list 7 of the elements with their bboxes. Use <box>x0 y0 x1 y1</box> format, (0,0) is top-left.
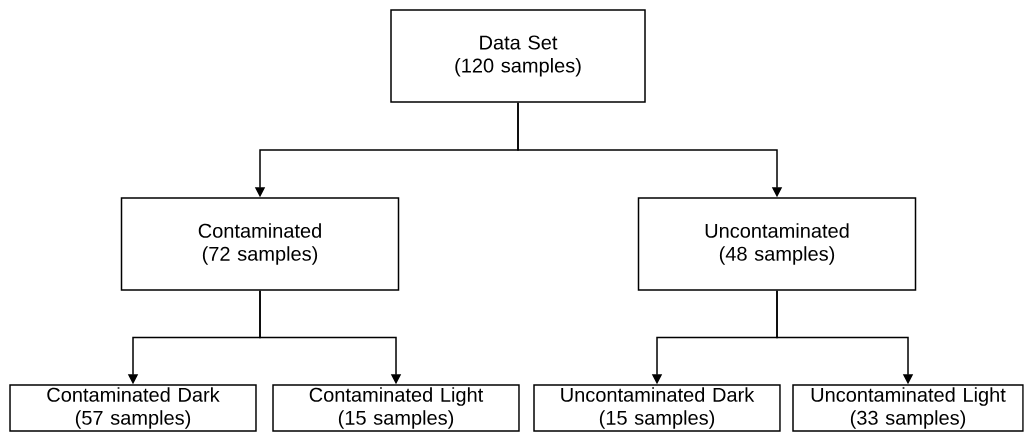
process-box: Uncontaminated (48 samples) <box>637 197 917 291</box>
process-box: Data Set (120 samples) <box>390 9 646 103</box>
process-box: Uncontaminated Light (33 samples) <box>792 384 1024 432</box>
process-box: Uncontaminated Dark (15 samples) <box>533 384 781 432</box>
process-box: Contaminated (72 samples) <box>120 197 400 291</box>
process-box: Contaminated Dark (57 samples) <box>9 384 257 432</box>
process-box: Contaminated Light (15 samples) <box>272 384 520 432</box>
